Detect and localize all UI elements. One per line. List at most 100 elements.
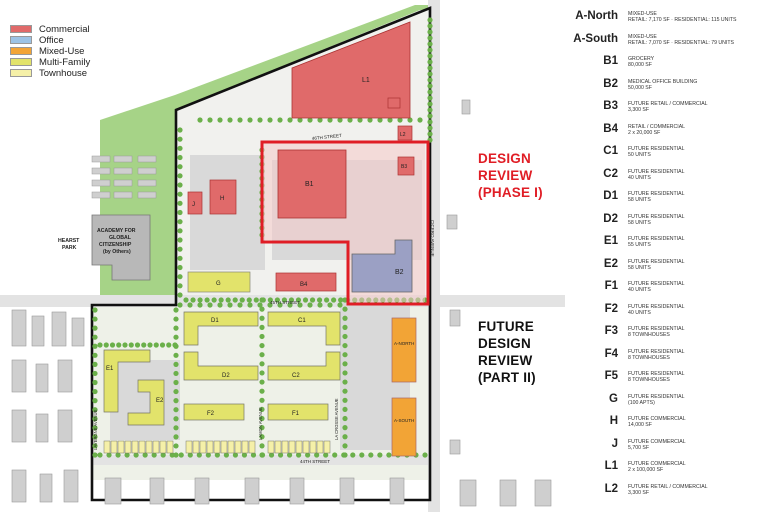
tree <box>297 117 303 123</box>
existing-townhouses <box>91 155 157 199</box>
legend-swatch-townhouse <box>10 69 32 77</box>
tree <box>259 452 266 458</box>
key-description-line: (100 APTS) <box>628 399 655 406</box>
key-code: C1 <box>603 145 618 157</box>
tree <box>427 83 433 89</box>
tree <box>177 292 183 298</box>
tree <box>341 452 347 458</box>
tree <box>342 397 348 403</box>
key-description-line: 40 UNITS <box>628 174 651 181</box>
key-description-line: 8 TOWNHOUSES <box>628 354 670 361</box>
tree <box>407 117 413 123</box>
tree <box>281 297 288 303</box>
key-code: G <box>609 392 618 405</box>
tree <box>342 379 348 385</box>
tree <box>173 388 179 395</box>
key-description-line: FUTURE RESIDENTIAL <box>628 213 685 220</box>
tree <box>367 117 373 123</box>
building-L1 <box>291 21 411 119</box>
tree <box>342 333 348 340</box>
key-description-line: 50,000 SF <box>628 84 652 91</box>
tree <box>92 416 98 422</box>
label-lacrosse-avenue: LA CROSSE AVENUE <box>334 398 339 440</box>
tree <box>342 415 348 422</box>
key-description-line: 2 x 100,000 SF <box>628 467 664 474</box>
tree <box>307 302 313 308</box>
tree <box>196 452 202 458</box>
tree <box>259 297 265 303</box>
key-description-line: GROCERY <box>628 56 655 62</box>
tree <box>173 425 179 431</box>
key-description-line: 58 UNITS <box>628 197 651 204</box>
tree <box>427 53 433 59</box>
tree <box>296 452 302 458</box>
tree <box>259 306 265 312</box>
tree <box>153 342 159 348</box>
tree <box>259 333 265 340</box>
key-description-line: MIXED-USE <box>628 33 657 40</box>
building-L2b <box>387 97 401 109</box>
tree <box>342 434 348 440</box>
key-code: B2 <box>603 77 618 90</box>
tree <box>427 89 433 95</box>
label-D1: D1 <box>211 318 219 324</box>
academy-building <box>91 214 151 281</box>
tree <box>92 334 98 340</box>
tree <box>183 297 189 303</box>
tree <box>309 297 316 303</box>
tree <box>177 302 183 308</box>
legend-swatch-mixed-use <box>10 47 32 55</box>
key-description-line: 14,000 SF <box>628 422 652 429</box>
tree <box>302 297 309 303</box>
tree <box>159 342 166 348</box>
tree <box>92 343 98 349</box>
tree <box>106 452 112 458</box>
townhouse-unit <box>103 440 111 454</box>
tree <box>314 452 320 458</box>
tree <box>342 297 348 303</box>
tree <box>177 145 183 151</box>
callout-line: REVIEW <box>478 353 533 368</box>
label-B1: B1 <box>305 181 314 188</box>
tree <box>377 117 383 123</box>
tree <box>151 452 157 458</box>
tree <box>427 95 433 101</box>
tree <box>427 131 433 137</box>
key-code: D1 <box>603 190 618 202</box>
tree <box>92 398 98 404</box>
tree <box>259 397 265 403</box>
tree <box>177 246 183 252</box>
tree <box>92 361 98 367</box>
tree <box>323 452 329 458</box>
tree <box>427 29 433 35</box>
tree <box>116 342 122 348</box>
townhouse-unit <box>145 440 153 454</box>
tree <box>253 297 259 303</box>
label-H: H <box>220 196 224 202</box>
key-description-line: 58 UNITS <box>628 219 651 226</box>
residential-blocks <box>103 311 341 426</box>
tree <box>368 452 374 458</box>
label-J: J <box>192 202 195 208</box>
key-description-line: 8 TOWNHOUSES <box>628 377 670 384</box>
tree <box>316 297 323 303</box>
tree <box>267 302 273 308</box>
legend-label: Townhouse <box>39 67 88 79</box>
townhouse-row <box>103 440 331 454</box>
key-description-line: RETAIL: 7,070 SF · RESIDENTIAL: 79 UNITS <box>628 39 734 46</box>
legend-label: Mixed-Use <box>39 45 85 57</box>
tree <box>227 302 233 308</box>
tree <box>197 117 203 123</box>
